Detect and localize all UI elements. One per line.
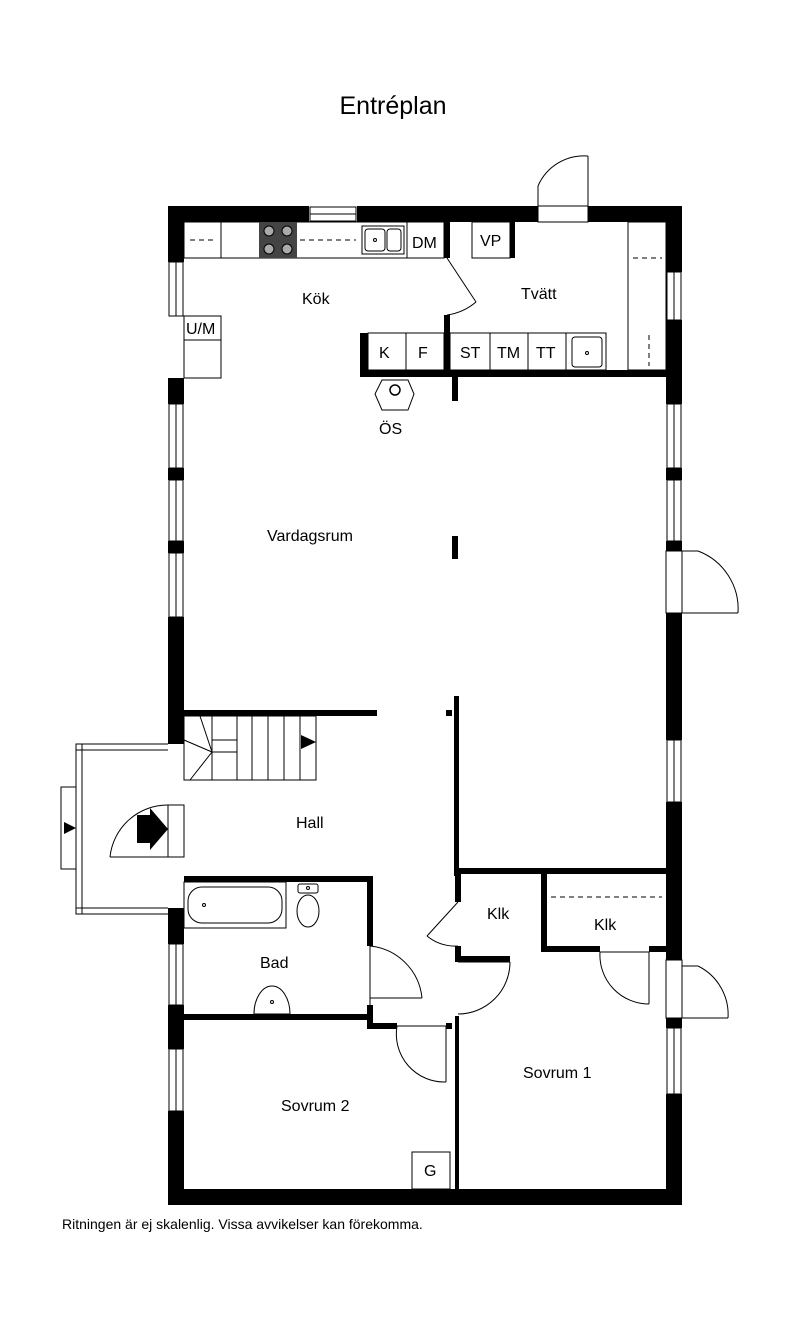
freezer-label: F <box>418 345 428 362</box>
bathtub-icon <box>183 881 287 929</box>
wardrobe-label: G <box>424 1163 436 1180</box>
dishwasher-label: DM <box>412 235 437 252</box>
windows <box>168 206 682 1112</box>
washing-machine-label: TM <box>497 345 520 362</box>
room-label-closet-1: Klk <box>487 906 510 923</box>
room-label-kitchen: Kök <box>302 291 331 308</box>
wardrobe <box>411 1151 451 1190</box>
room-label-living-room: Vardagsrum <box>267 528 353 545</box>
room-label-bedroom-1: Sovrum 1 <box>523 1065 592 1082</box>
porch-arrow-icon <box>64 822 76 834</box>
stove-icon <box>259 222 297 258</box>
exterior-walls <box>168 206 682 1205</box>
room-label-bedroom-2: Sovrum 2 <box>281 1098 350 1115</box>
room-label-closet-2: Klk <box>594 917 617 934</box>
doors <box>109 155 739 1083</box>
fridge-label: K <box>379 345 390 362</box>
stairs-icon <box>183 715 317 781</box>
plan-title: Entréplan <box>339 92 447 120</box>
microwave-label: U/M <box>186 321 215 338</box>
water-heater-label: VP <box>480 233 501 250</box>
room-label-laundry: Tvätt <box>521 286 557 303</box>
disclaimer-footnote: Ritningen är ej skalenlig. Vissa avvikel… <box>62 1216 423 1232</box>
room-label-bathroom: Bad <box>260 955 288 972</box>
stair-direction-arrow-icon <box>301 735 316 749</box>
washbasin-icon <box>253 985 291 1015</box>
laundry-sink-icon <box>571 336 603 368</box>
fireplace-icon <box>374 379 415 411</box>
entrance-arrow-icon <box>137 808 168 850</box>
kitchen-sink-icon <box>361 225 405 255</box>
dryer-cabinet-label: ST <box>460 345 481 362</box>
room-label-hall: Hall <box>296 815 324 832</box>
interior-walls <box>184 222 666 1196</box>
toilet-icon <box>296 883 320 928</box>
fireplace-label: ÖS <box>379 420 402 438</box>
tumble-dryer-label: TT <box>536 345 556 362</box>
